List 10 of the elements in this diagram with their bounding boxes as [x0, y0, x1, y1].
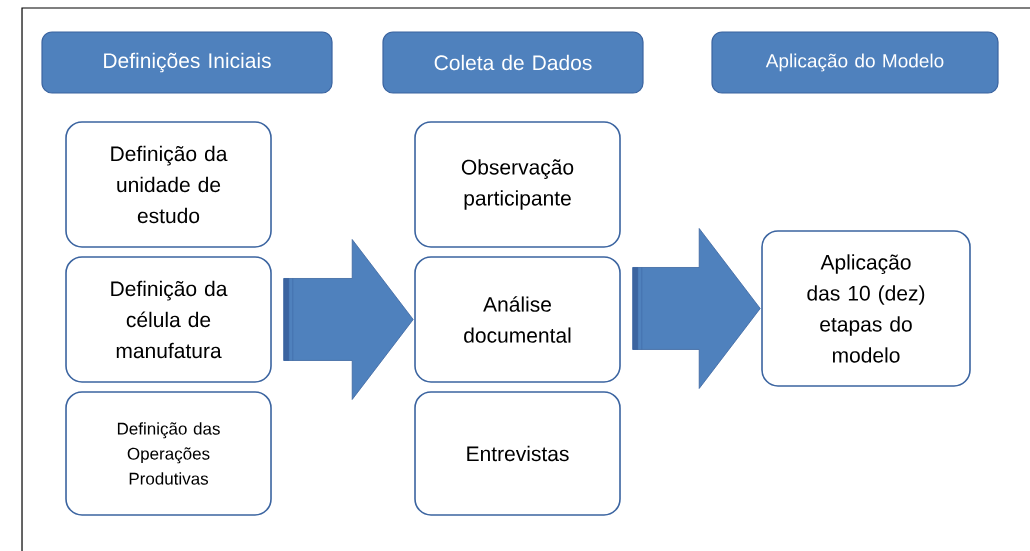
- process-box: Definição da célula de manufatura: [65, 256, 272, 383]
- process-box: Observação participante: [414, 121, 621, 248]
- process-box: Definição das Operações Produtivas: [65, 391, 272, 516]
- process-box: Definição da unidade de estudo: [65, 121, 272, 248]
- header-box: Definições Iniciais: [41, 31, 333, 94]
- header-box: Aplicação do Modelo: [711, 31, 999, 94]
- process-box: Entrevistas: [414, 391, 621, 516]
- process-box: Aplicação das 10 (dez) etapas do modelo: [761, 230, 971, 387]
- process-box: Análise documental: [414, 256, 621, 383]
- header-box: Coleta de Dados: [382, 31, 644, 94]
